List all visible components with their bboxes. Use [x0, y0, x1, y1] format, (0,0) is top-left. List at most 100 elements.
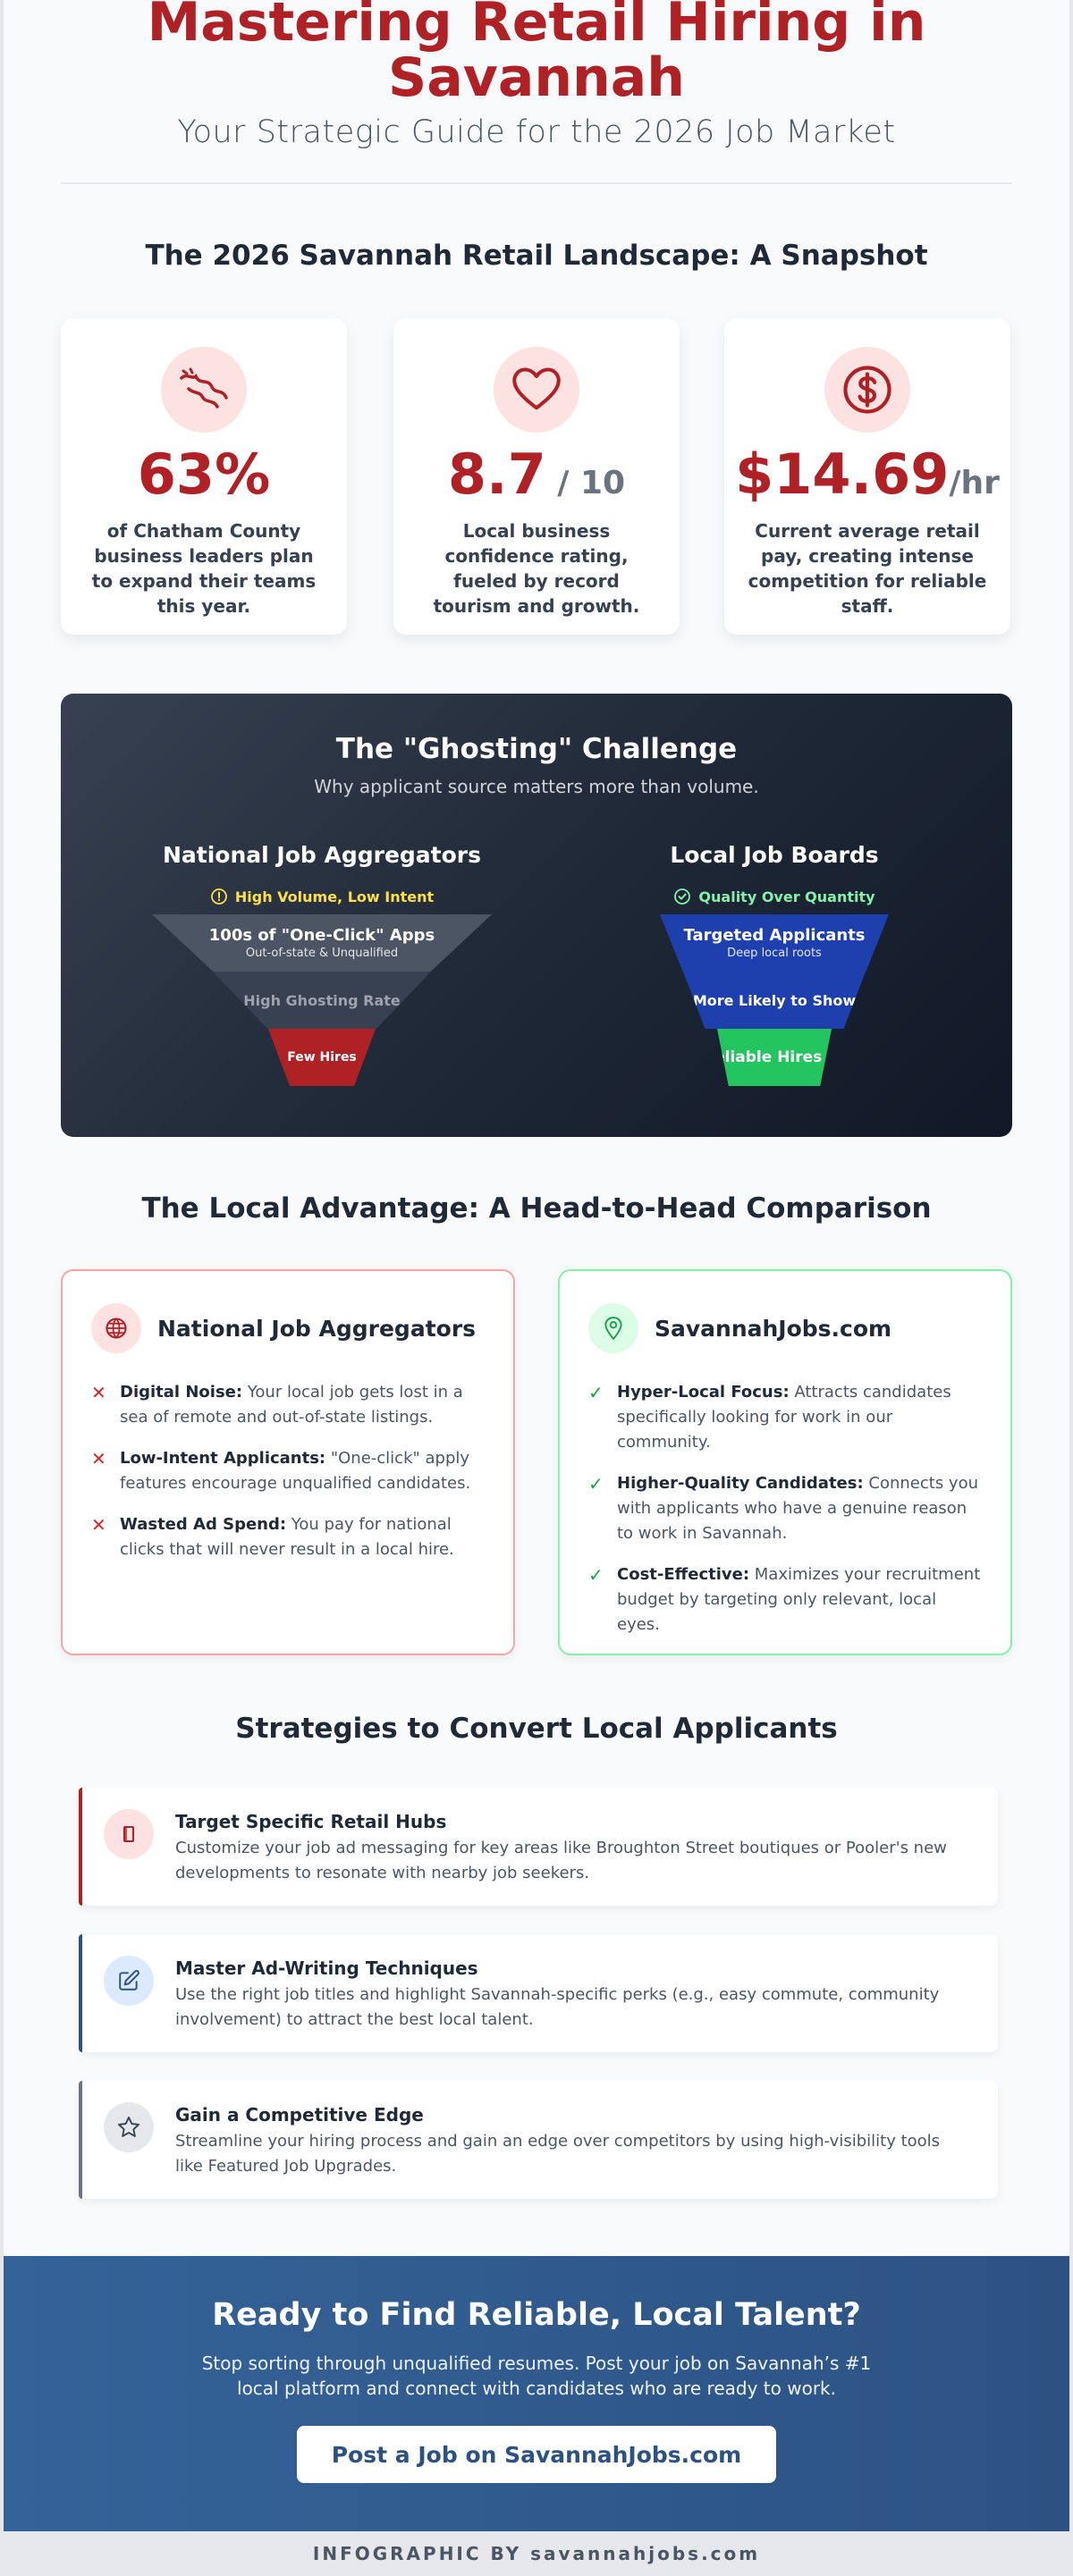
item-text: You pay for national clicks that will ne… [120, 1515, 454, 1559]
cta-title: Ready to Find Reliable, Local Talent? [212, 2297, 861, 2333]
star-icon [104, 2102, 154, 2152]
ghosting-section: The "Ghosting" Challenge Why applicant s… [61, 694, 1012, 1137]
strategy-card-ad-writing: Master Ad-Writing Techniques Use the rig… [79, 1934, 998, 2052]
card-header: National Job Aggregators [91, 1303, 513, 1353]
item-heading: Hyper-Local Focus: [617, 1383, 790, 1402]
card-title: National Job Aggregators [157, 1315, 477, 1342]
funnel-layer: Reliable Hires [717, 1029, 832, 1086]
national-drawbacks-list: ✕ Digital Noise: Your local job gets lost… [91, 1380, 486, 1562]
stat-value: $14.69/hr [724, 443, 1010, 515]
x-icon: ✕ [91, 1514, 106, 1536]
national-funnel-column: National Job Aggregators High Volume, Lo… [134, 842, 510, 1106]
strategy-card-competitive-edge: Gain a Competitive Edge Streamline your … [79, 2081, 998, 2199]
item-heading: Wasted Ad Spend: [120, 1515, 287, 1534]
stat-card-confidence: 8.7 / 10 Local business confidence ratin… [393, 318, 680, 635]
store-icon [104, 1809, 154, 1859]
cta-subtitle: Stop sorting through unqualified resumes… [201, 2353, 872, 2399]
local-funnel: Targeted Applicants Deep local roots Mor… [660, 914, 889, 1106]
card-header: SavannahJobs.com [588, 1303, 1010, 1353]
funnel-layer: Few Hires [268, 1029, 376, 1086]
stat-description: Current average retail pay, creating int… [748, 520, 987, 617]
funnel-layer: 100s of "One-Click" Apps Out-of-state & … [152, 914, 492, 972]
item-text: Your local job gets lost in a sea of rem… [120, 1383, 463, 1427]
accent-bar [79, 2081, 82, 2199]
hero-title-line2: Savannah [388, 46, 685, 109]
local-funnel-tag: Quality Over Quantity [587, 888, 962, 905]
check-icon: ✓ [588, 1382, 604, 1403]
funnel-layer-label: High Ghosting Rate [243, 991, 401, 1009]
strategy-title: Gain a Competitive Edge [175, 2104, 424, 2126]
list-item: ✕ Low-Intent Applicants: "One-click" appl… [91, 1446, 486, 1496]
strategy-text: Gain a Competitive Edge Streamline your … [175, 2104, 966, 2199]
dollar-icon [824, 347, 910, 433]
stat-description: of Chatham County business leaders plan … [91, 520, 317, 617]
stat-value-number: 63% [137, 442, 271, 507]
list-item: ✓ Hyper-Local Focus: Attracts candidates … [588, 1380, 984, 1455]
infographic-page: Mastering Retail Hiring in Savannah Your… [4, 0, 1069, 2531]
item-heading: Low-Intent Applicants: [120, 1449, 326, 1468]
strategy-description: Customize your job ad messaging for key … [175, 1839, 947, 1882]
funnel-layer-sublabel: Deep local roots [727, 947, 822, 960]
hero-title: Mastering Retail Hiring in Savannah [4, 0, 1069, 105]
stat-card-pay: $14.69/hr Current average retail pay, cr… [724, 318, 1010, 635]
funnel-layer-label: More Likely to Show [692, 991, 857, 1009]
item-heading: Cost-Effective: [617, 1565, 750, 1584]
warning-icon [210, 888, 227, 905]
strategy-title: Target Specific Retail Hubs [175, 1811, 447, 1832]
item-heading: Digital Noise: [120, 1383, 243, 1402]
accent-bar [79, 1934, 82, 2052]
map-pin-icon [588, 1303, 638, 1353]
hero-section: Mastering Retail Hiring in Savannah Your… [4, 0, 1069, 150]
item-text: Maximizes your recruitment budget by tar… [617, 1565, 981, 1634]
stat-card-expansion: 63% of Chatham County business leaders p… [61, 318, 347, 635]
post-job-button[interactable]: Post a Job on SavannahJobs.com [297, 2426, 776, 2483]
hero-divider [61, 182, 1012, 184]
strategy-text: Target Specific Retail Hubs Customize yo… [175, 1811, 966, 1906]
strategy-description: Streamline your hiring process and gain … [175, 2132, 941, 2176]
national-funnel: 100s of "One-Click" Apps Out-of-state & … [152, 914, 492, 1106]
item-text: Attracts candidates specifically looking… [617, 1383, 951, 1452]
x-icon: ✕ [91, 1448, 106, 1469]
snapshot-title: The 2026 Savannah Retail Landscape: A Sn… [145, 240, 928, 272]
globe-icon [91, 1303, 141, 1353]
hero-subtitle: Your Strategic Guide for the 2026 Job Ma… [177, 114, 896, 150]
funnel-layer: More Likely to Show [683, 972, 866, 1029]
stat-value-number: $14.69 [735, 442, 950, 507]
strategies-title: Strategies to Convert Local Applicants [235, 1713, 838, 1745]
card-title: SavannahJobs.com [655, 1315, 892, 1342]
check-icon: ✓ [588, 1564, 604, 1586]
strategy-title: Master Ad-Writing Techniques [175, 1957, 478, 1979]
local-funnel-title: Local Job Boards [670, 842, 879, 868]
funnel-layer: High Ghosting Rate [213, 972, 431, 1029]
strategy-text: Master Ad-Writing Techniques Use the rig… [175, 1957, 966, 2052]
ghosting-subtitle: Why applicant source matters more than v… [314, 776, 759, 797]
hero-title-line1: Mastering Retail Hiring in [147, 0, 926, 54]
funnel-layer-sublabel: Out-of-state & Unqualified [245, 947, 399, 960]
list-item: ✕ Wasted Ad Spend: You pay for national c… [91, 1512, 486, 1562]
strategy-card-retail-hubs: Target Specific Retail Hubs Customize yo… [79, 1788, 998, 1906]
list-item: ✓ Cost-Effective: Maximizes your recruitm… [588, 1562, 984, 1637]
national-funnel-title: National Job Aggregators [162, 842, 482, 868]
strategy-description: Use the right job titles and highlight S… [175, 1985, 940, 2029]
national-funnel-tag-label: High Volume, Low Intent [234, 888, 435, 905]
cta-section: Ready to Find Reliable, Local Talent? St… [4, 2256, 1069, 2531]
stat-description: Local business confidence rating, fueled… [433, 520, 640, 617]
item-heading: Higher-Quality Candidates: [617, 1474, 864, 1493]
local-comparison-card: SavannahJobs.com ✓ Hyper-Local Focus: Att… [558, 1269, 1012, 1655]
list-item: ✕Digital Noise: Your local job gets lost… [91, 1380, 486, 1430]
stat-value: 8.7 / 10 [393, 443, 680, 515]
stat-value-unit: / 10 [545, 465, 626, 501]
national-funnel-tag: High Volume, Low Intent [134, 888, 510, 905]
item-text: "One-click" apply features encourage unq… [120, 1449, 471, 1493]
check-icon: ✓ [588, 1473, 604, 1494]
comparison-title: The Local Advantage: A Head-to-Head Comp… [141, 1192, 932, 1225]
national-comparison-card: National Job Aggregators ✕ Digital Noise:… [61, 1269, 515, 1655]
stat-value-number: 8.7 [447, 442, 546, 507]
heart-icon [494, 347, 579, 433]
list-item: ✓ Higher-Quality Candidates: Connects you… [588, 1471, 984, 1546]
funnel-layer: Targeted Applicants Deep local roots [660, 914, 889, 972]
funnel-layer-label: 100s of "One-Click" Apps [208, 926, 435, 945]
item-text: Connects you with applicants who have a … [617, 1474, 979, 1543]
ghosting-title: The "Ghosting" Challenge [335, 733, 738, 765]
funnel-layer-label: Few Hires [287, 1050, 357, 1065]
